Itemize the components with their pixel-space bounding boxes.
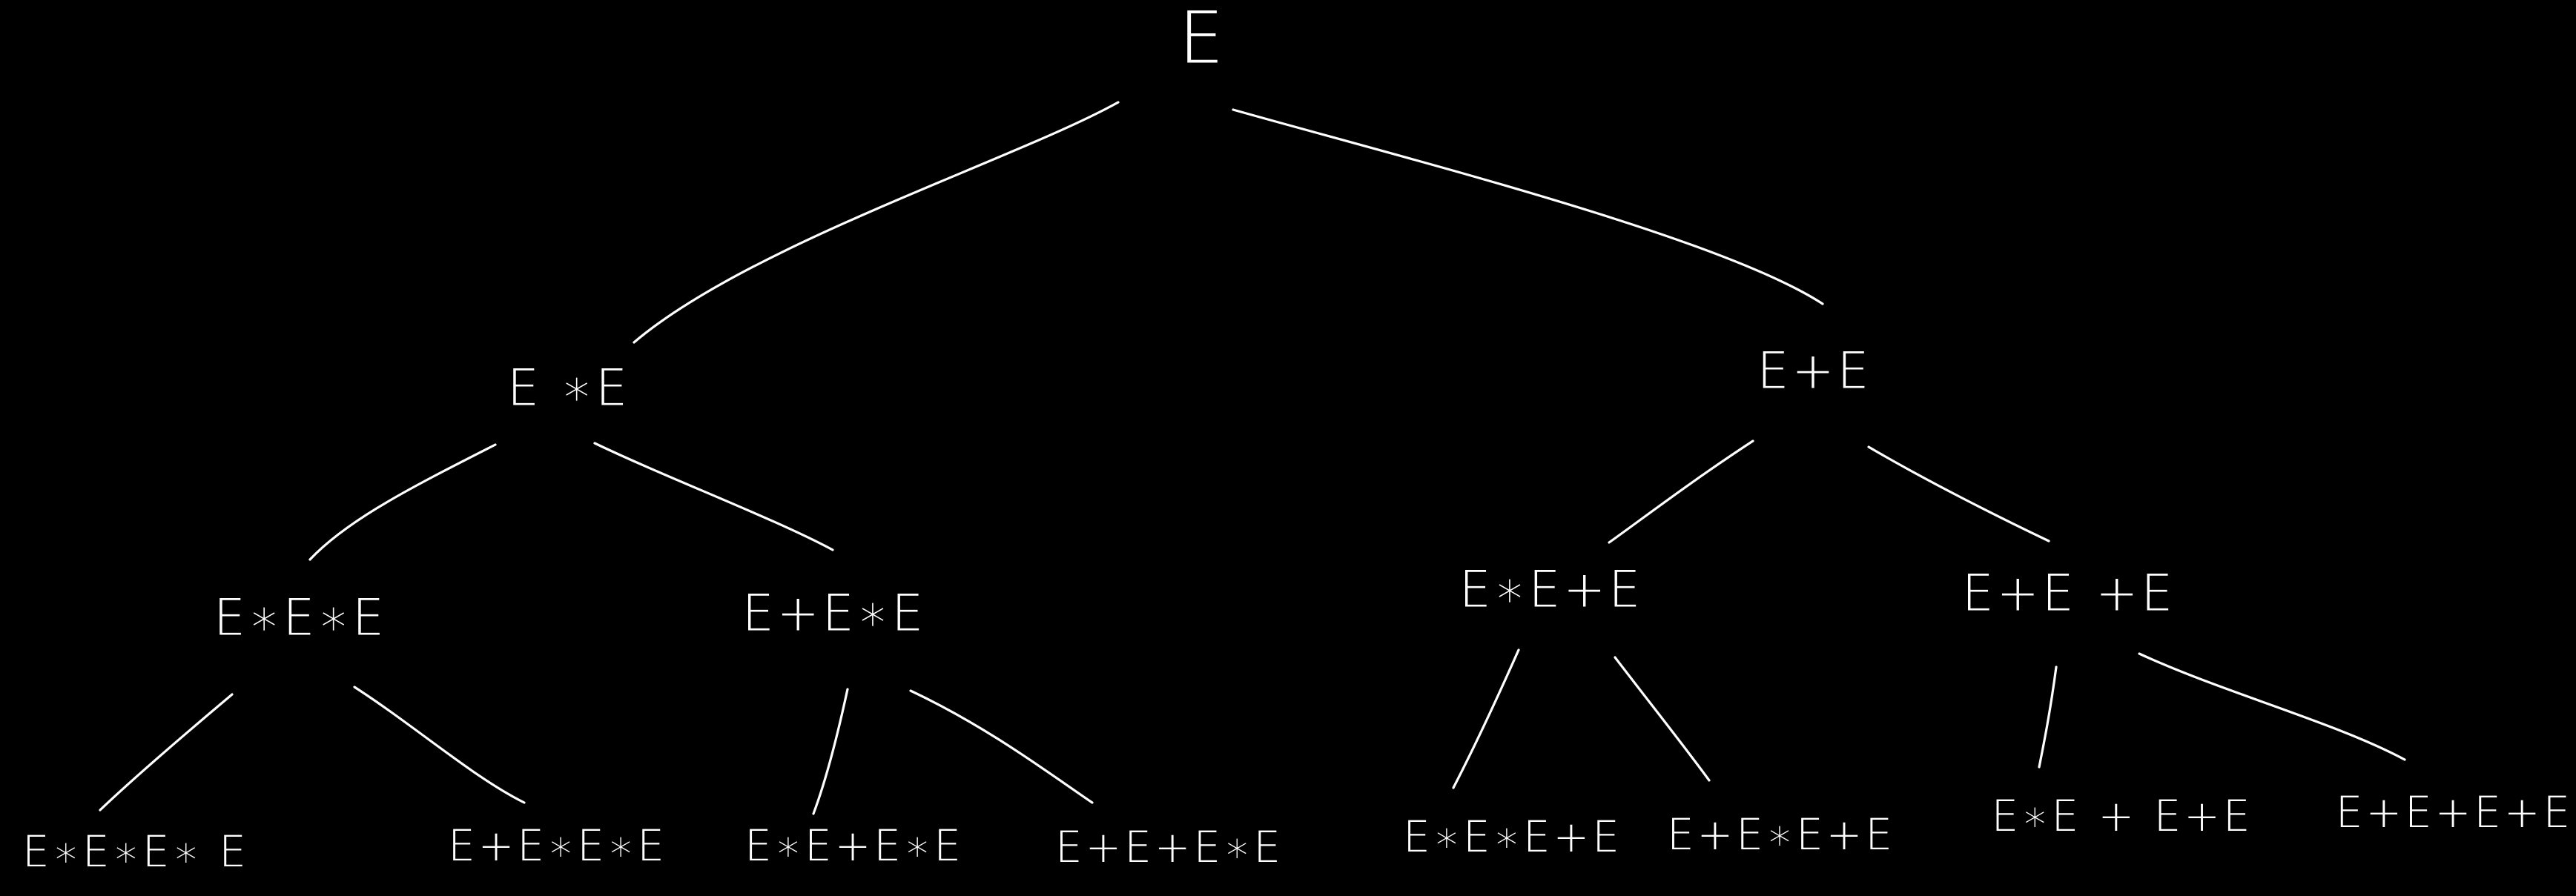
edge-n2b-to-n3d (909, 689, 1094, 804)
node-label-add-add: E+E +E (1962, 565, 2176, 623)
root-node-label: E (1179, 0, 1227, 79)
edge-n2c-to-n3e (1452, 648, 1520, 789)
leaf-label-8: E+E+E+E (2336, 787, 2573, 837)
node-label-mul-add: E∗E+E (1459, 561, 1643, 620)
edge-n2d-to-n3h (2138, 652, 2406, 761)
leaf-label-1: E∗E∗E∗ E (22, 826, 249, 877)
edge-root-to-right (1232, 108, 1824, 305)
leaf-label-4: E+E+E∗E (1055, 822, 1284, 872)
edge-n2d-to-n3g (2038, 666, 2058, 769)
leaf-label-3: E∗E+E∗E (744, 820, 964, 871)
edge-mul-to-right (593, 442, 834, 551)
node-label-add-mul: E+E∗E (742, 585, 926, 643)
edge-n2c-to-n3f (1614, 656, 1711, 782)
node-label-mul-mul: E∗E∗E (214, 589, 387, 648)
edge-n2b-to-n3c (812, 688, 849, 815)
node-label-mul: E ∗E (507, 359, 630, 418)
leaf-label-6: E+E∗E+E (1667, 809, 1895, 860)
edge-add-to-left (1608, 439, 1754, 544)
edge-n2a-to-n3b (353, 686, 526, 804)
leaf-label-5: E∗E∗E+E (1403, 812, 1622, 862)
node-label-add: E+E (1757, 342, 1872, 401)
leaf-label-2: E+E∗E∗E (448, 820, 667, 871)
edge-add-to-right (1867, 445, 2050, 542)
edge-n2a-to-n3a (99, 693, 234, 812)
edge-mul-to-left (308, 443, 497, 561)
leaf-label-7: E∗E + E+E (1992, 791, 2253, 841)
edge-root-to-left (633, 101, 1120, 344)
